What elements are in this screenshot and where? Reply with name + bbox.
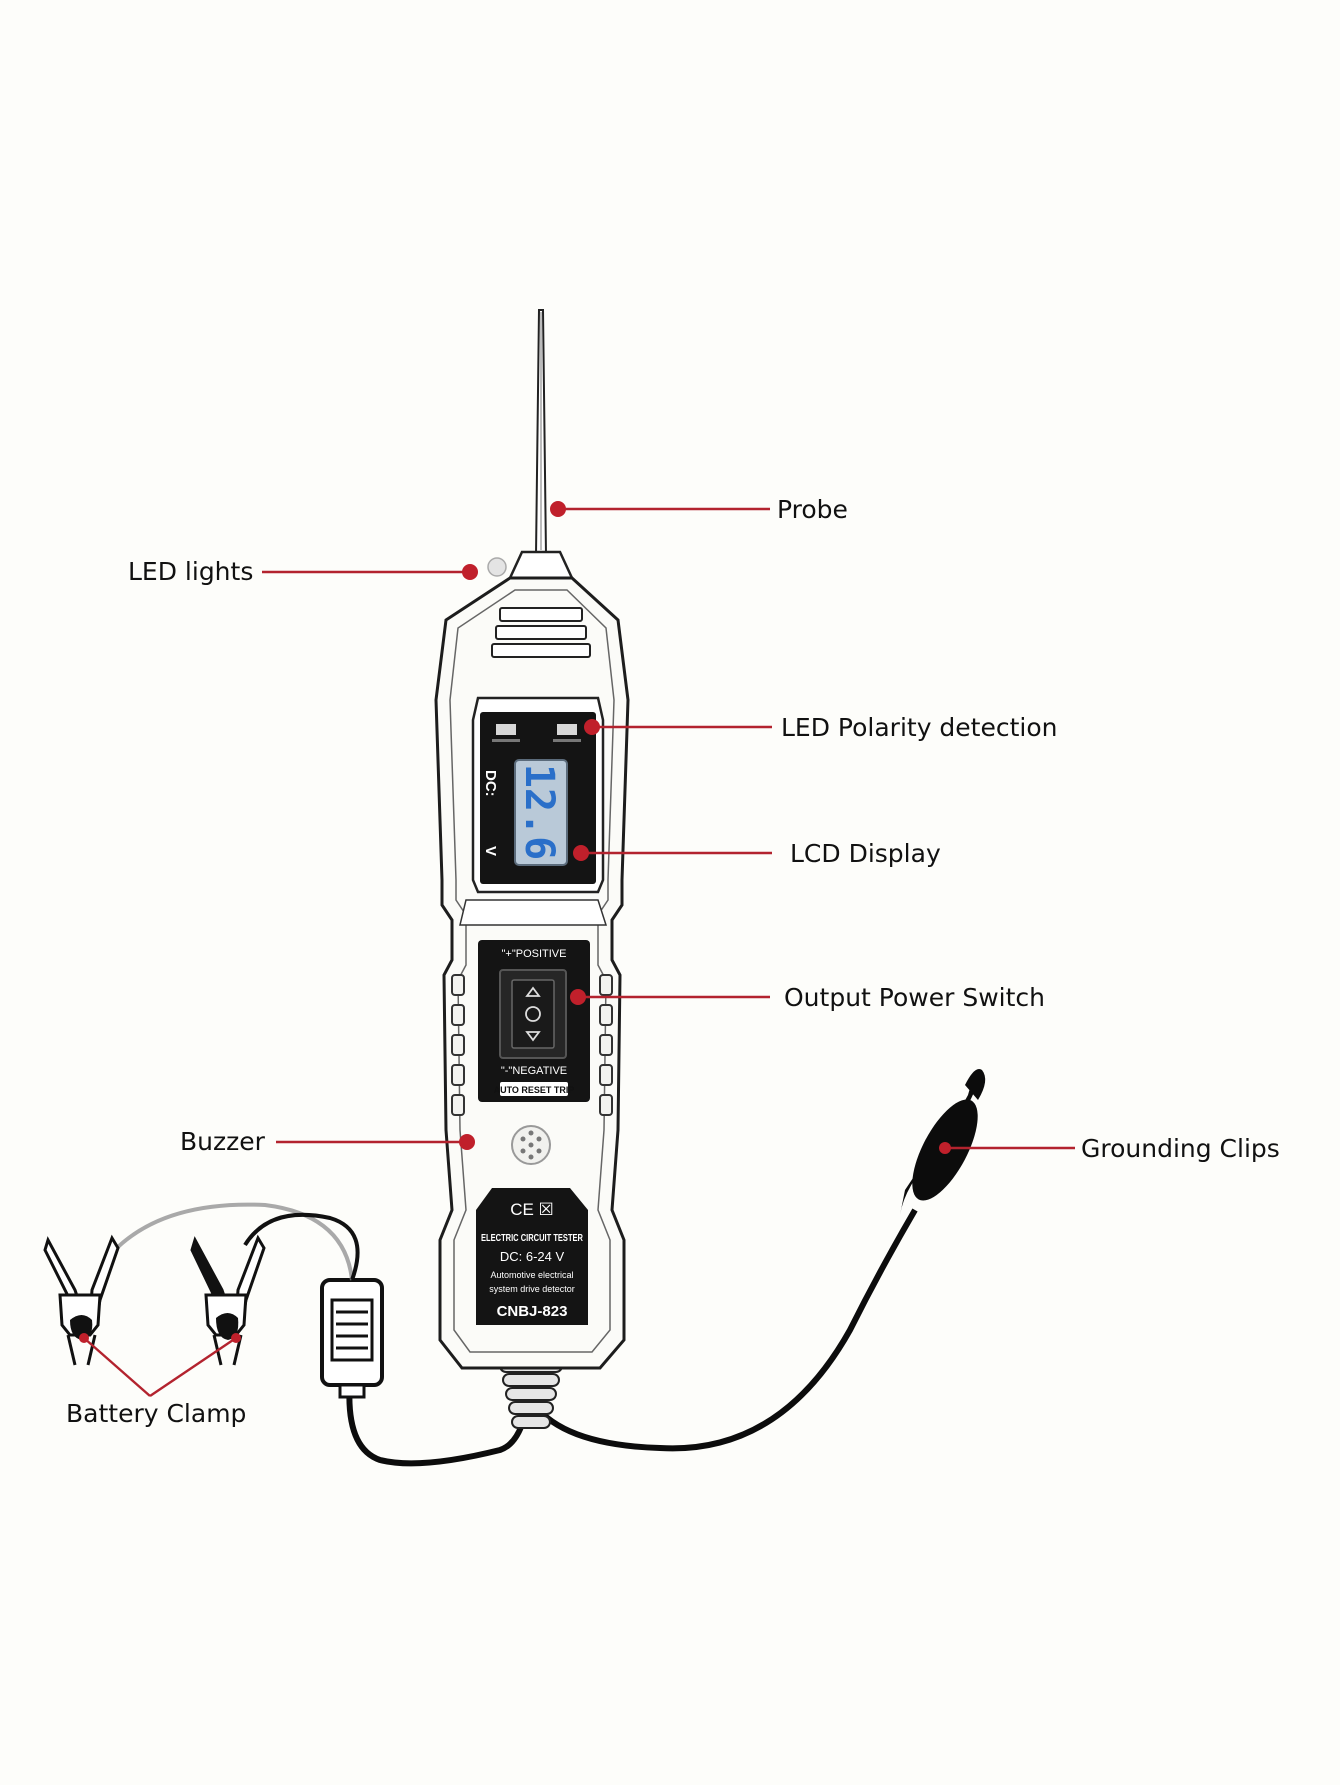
cable-connector xyxy=(320,1278,384,1399)
clamp-wire-grey xyxy=(108,1202,354,1281)
strain-relief xyxy=(499,1359,563,1429)
callout-buzzer-label: Buzzer xyxy=(180,1127,266,1156)
cable-assembly xyxy=(108,1069,986,1467)
led-lamp xyxy=(487,557,507,577)
clamp-wire-black xyxy=(243,1212,360,1281)
buzzer-grille xyxy=(511,1125,551,1165)
product-label-plate xyxy=(476,1188,588,1325)
ground-cable xyxy=(528,1208,918,1452)
callout-led-polarity: LED Polarity detection xyxy=(584,713,1058,742)
callout-lcd-display-label: LCD Display xyxy=(790,839,941,868)
description-line-1: Automotive electrical xyxy=(490,1270,573,1280)
auto-reset-label: AUTO RESET TRIP xyxy=(494,1085,575,1095)
battery-clamp-left xyxy=(43,1234,120,1366)
cert-marks: CE ☒ xyxy=(510,1200,554,1219)
callout-lcd-display: LCD Display xyxy=(573,839,941,868)
switch-positive-label: "+"POSITIVE xyxy=(502,948,567,960)
description-line-2: system drive detector xyxy=(489,1284,575,1294)
lcd-reading: 12.6 xyxy=(516,764,562,860)
callout-output-switch: Output Power Switch xyxy=(570,983,1045,1012)
product-title: ELECTRIC CIRCUIT TESTER xyxy=(481,1233,584,1244)
lcd-screen xyxy=(514,759,568,866)
top-vents xyxy=(491,607,591,658)
voltage-range: DC: 6-24 V xyxy=(500,1249,565,1264)
callout-led-lights-label: LED lights xyxy=(128,557,253,586)
callout-grounding-clips: Grounding Clips xyxy=(939,1134,1280,1163)
callout-buzzer: Buzzer xyxy=(180,1127,475,1156)
grip-ridges xyxy=(451,974,613,1116)
callout-led-lights: LED lights xyxy=(128,557,478,586)
callout-output-switch-label: Output Power Switch xyxy=(784,983,1045,1012)
callout-battery-clamp: Battery Clamp xyxy=(66,1333,246,1428)
switch-negative-label: "-"NEGATIVE xyxy=(501,1065,567,1077)
callout-battery-clamp-label: Battery Clamp xyxy=(66,1399,246,1428)
lcd-volt-symbol: V xyxy=(482,846,499,856)
lcd-dc-label: DC: xyxy=(482,770,499,797)
callout-probe: Probe xyxy=(550,495,848,524)
polarity-led-positive xyxy=(496,724,516,735)
battery-clamp-right xyxy=(190,1234,266,1366)
callout-led-polarity-label: LED Polarity detection xyxy=(781,713,1058,742)
callout-grounding-clips-label: Grounding Clips xyxy=(1081,1134,1280,1163)
tester-device: 12.6 DC: V "+"POSITIVE "-"NEGATIVE AUTO … xyxy=(434,309,630,1370)
polarity-led-negative xyxy=(557,724,577,735)
model-number: CNBJ-823 xyxy=(497,1303,568,1320)
callout-probe-label: Probe xyxy=(777,495,848,524)
